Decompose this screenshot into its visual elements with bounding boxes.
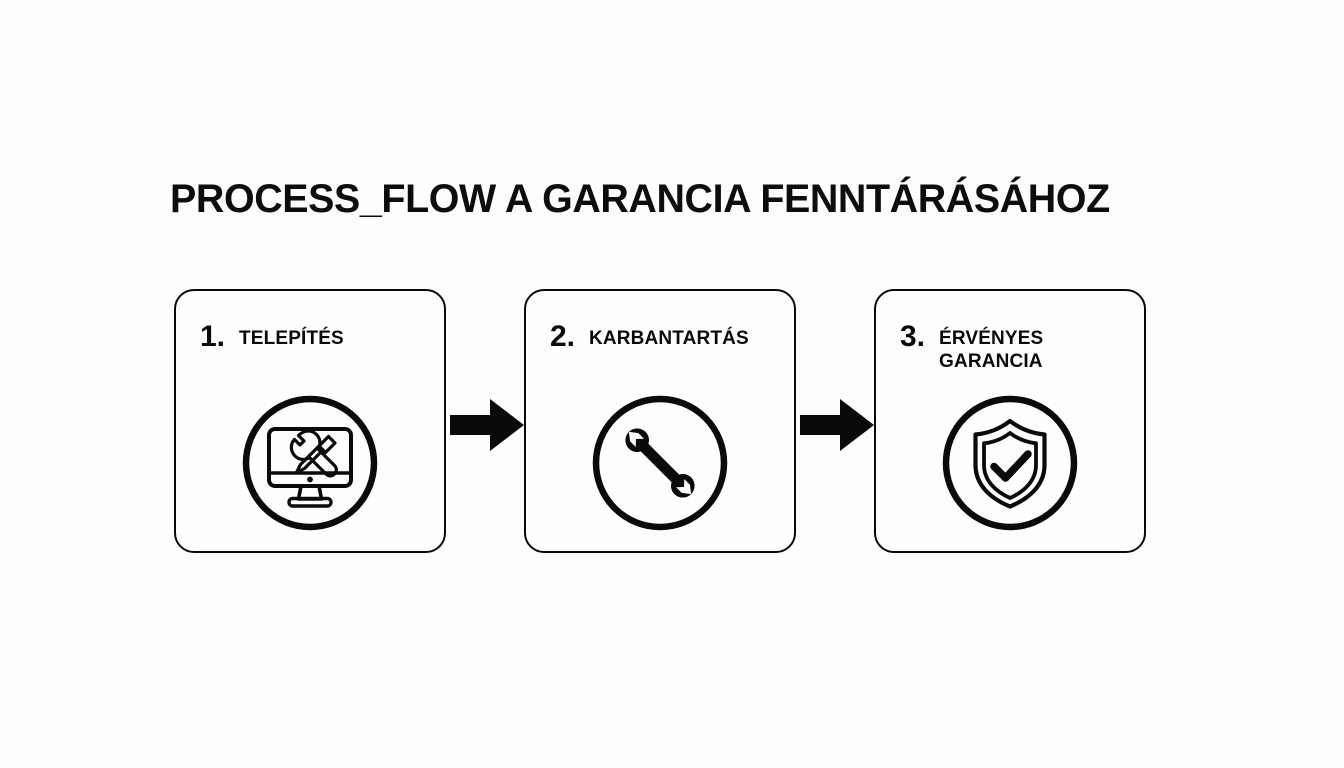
step-1-number: 1.: [200, 320, 226, 353]
arrow-right-icon-1: [450, 397, 524, 453]
monitor-tools-icon: [240, 393, 380, 533]
arrow-right-icon-2: [800, 397, 874, 453]
step-1-header: 1. TELEPÍTÉS: [200, 320, 430, 353]
step-2-label: KARBANTARTÁS: [589, 328, 749, 349]
page-title: PROCESS_FLOW A GARANCIA FENNTÁRÁSÁHOZ: [170, 177, 1110, 221]
step-3-label: ÉRVÉNYES GARANCIA: [939, 328, 1044, 373]
step-3-header: 3. ÉRVÉNYES GARANCIA: [900, 320, 1130, 373]
step-2-header: 2. KARBANTARTÁS: [550, 320, 780, 353]
step-3-number: 3.: [900, 320, 926, 353]
step-1-label: TELEPÍTÉS: [239, 328, 344, 349]
process-flow: 1. TELEPÍTÉS: [174, 289, 1146, 555]
step-2-number: 2.: [550, 320, 576, 353]
shield-check-icon: [940, 393, 1080, 533]
process-step-card-2[interactable]: 2. KARBANTARTÁS: [524, 289, 796, 553]
process-step-card-3[interactable]: 3. ÉRVÉNYES GARANCIA: [874, 289, 1146, 553]
wrench-icon: [590, 393, 730, 533]
process-step-card-1[interactable]: 1. TELEPÍTÉS: [174, 289, 446, 553]
